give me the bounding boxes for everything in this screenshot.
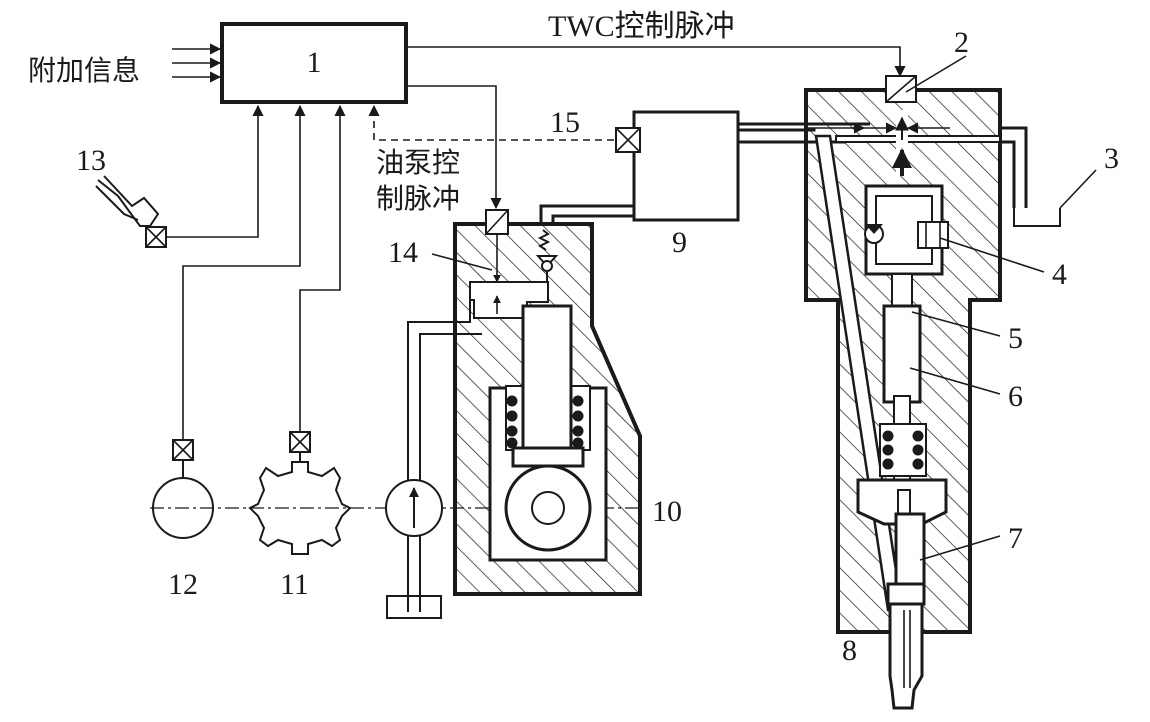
label-4: 4 [1052,258,1067,291]
extra-info-label: 附加信息 [28,54,140,87]
label-7: 7 [1008,522,1023,555]
label-11: 11 [280,568,309,601]
accelerator-sensor-13: 13 [76,104,264,248]
pump-pulse-line: 油泵控 制脉冲 [376,85,502,215]
label-9: 9 [672,226,687,259]
twc-pulse-label: TWC控制脉冲 [548,10,735,43]
sensor-12: 12 [152,104,306,601]
label-8: 8 [842,634,857,667]
high-pressure-pump-10: 10 14 [388,209,682,596]
supply-pump [385,300,482,619]
label-15: 15 [550,106,580,139]
label-6: 6 [1008,380,1023,413]
label-14: 14 [388,236,418,269]
label-12: 12 [168,568,198,601]
label-10: 10 [652,495,682,528]
label-5: 5 [1008,322,1023,355]
injector-body [804,75,1002,710]
label-2: 2 [954,26,969,59]
sensor-15-line: 15 [368,104,614,141]
extra-info-inputs: 附加信息 [28,43,222,87]
sensor-11: 11 [248,104,352,601]
ecu-label: 1 [307,46,322,79]
common-rail-9: 9 [539,110,740,259]
pump-pulse-label-1: 油泵控 [376,146,460,179]
pump-pulse-label-2: 制脉冲 [376,182,460,215]
injector-labels: 2 4 5 6 7 8 [842,26,1067,667]
ecu-unit: 1 [220,22,408,104]
label-3: 3 [1104,142,1119,175]
return-line-3: 3 [1000,126,1119,227]
label-13: 13 [76,144,106,177]
twc-pulse-line: TWC控制脉冲 [406,10,906,78]
